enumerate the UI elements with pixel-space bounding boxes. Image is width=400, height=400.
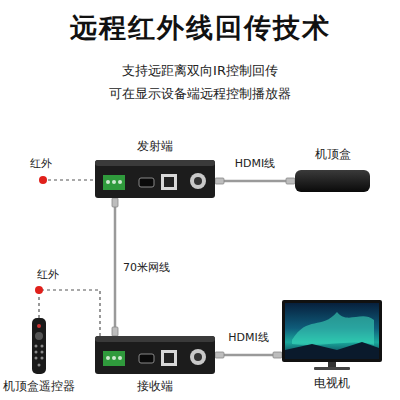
device-part [118,180,122,184]
edge-label: 红外 [35,267,61,282]
extender-body [95,336,215,374]
device-part [35,351,38,354]
device-part [95,336,215,342]
cable-plug [112,327,118,336]
device-part [103,175,125,190]
device-part [35,332,43,340]
edge-label: 70米网线 [121,260,172,275]
device-part [41,357,44,360]
connector-cable [114,198,117,336]
device-node: 机顶盒 [295,170,370,192]
extender-body [95,160,215,198]
device-part [194,177,202,185]
device-node: 发射端 [95,160,215,198]
device-part [161,174,177,190]
device-part [139,178,154,187]
device-part [139,354,154,363]
device-part [285,303,379,359]
device-label: 电视机 [314,375,350,392]
device-part [282,300,382,362]
edge-label: HDMI线 [226,330,270,345]
device-part [328,362,336,367]
connector-cable [215,180,295,183]
device-label: 接收端 [137,378,173,395]
device-part [95,336,215,374]
device-label: 发射端 [137,138,173,155]
set-top-box-body [295,170,370,192]
device-part [190,173,206,189]
device-node: 电视机 [282,300,382,362]
device-node: 机顶盒遥控器 [32,318,46,374]
tv-body [282,300,382,372]
device-part [38,364,41,367]
device-part [35,345,38,348]
device-part [103,351,125,366]
ir-leader-line [48,179,94,180]
device-part [37,324,41,328]
note-label: 可在显示设备端远程控制播放器 [0,85,400,103]
device-node: 接收端 [95,336,215,374]
device-part [41,351,44,354]
connector-cable [39,290,100,336]
note-label: 红外 [30,156,52,171]
device-part [295,170,370,192]
cable-plug [286,178,295,184]
device-part [314,367,350,370]
device-part [106,180,110,184]
ir-dot [39,176,47,184]
device-part [194,353,202,361]
note-label: 支持远距离双向IR控制回传 [0,62,400,80]
remote-body [32,318,46,374]
edge-label: HDMI线 [233,156,277,171]
ir-dot [35,286,43,294]
device-part [164,177,174,187]
device-part [95,160,215,198]
device-part [118,356,122,360]
device-part [292,312,374,345]
device-part [41,345,44,348]
cable-plug [215,352,224,358]
connector-cable [215,354,282,357]
cable-plug [273,352,282,358]
device-part [95,160,215,166]
device-part [112,180,116,184]
device-part [190,349,206,365]
diagram-title: 远程红外线回传技术 [0,10,400,46]
cable-plug [112,198,118,207]
device-part [106,356,110,360]
cable-plug [215,178,224,184]
device-part [32,318,46,374]
device-part [112,356,116,360]
device-label: 机顶盒 [315,146,351,163]
device-label: 机顶盒遥控器 [3,378,75,395]
device-part [35,357,38,360]
device-part [164,353,174,363]
device-part [161,350,177,366]
device-part [285,342,379,359]
